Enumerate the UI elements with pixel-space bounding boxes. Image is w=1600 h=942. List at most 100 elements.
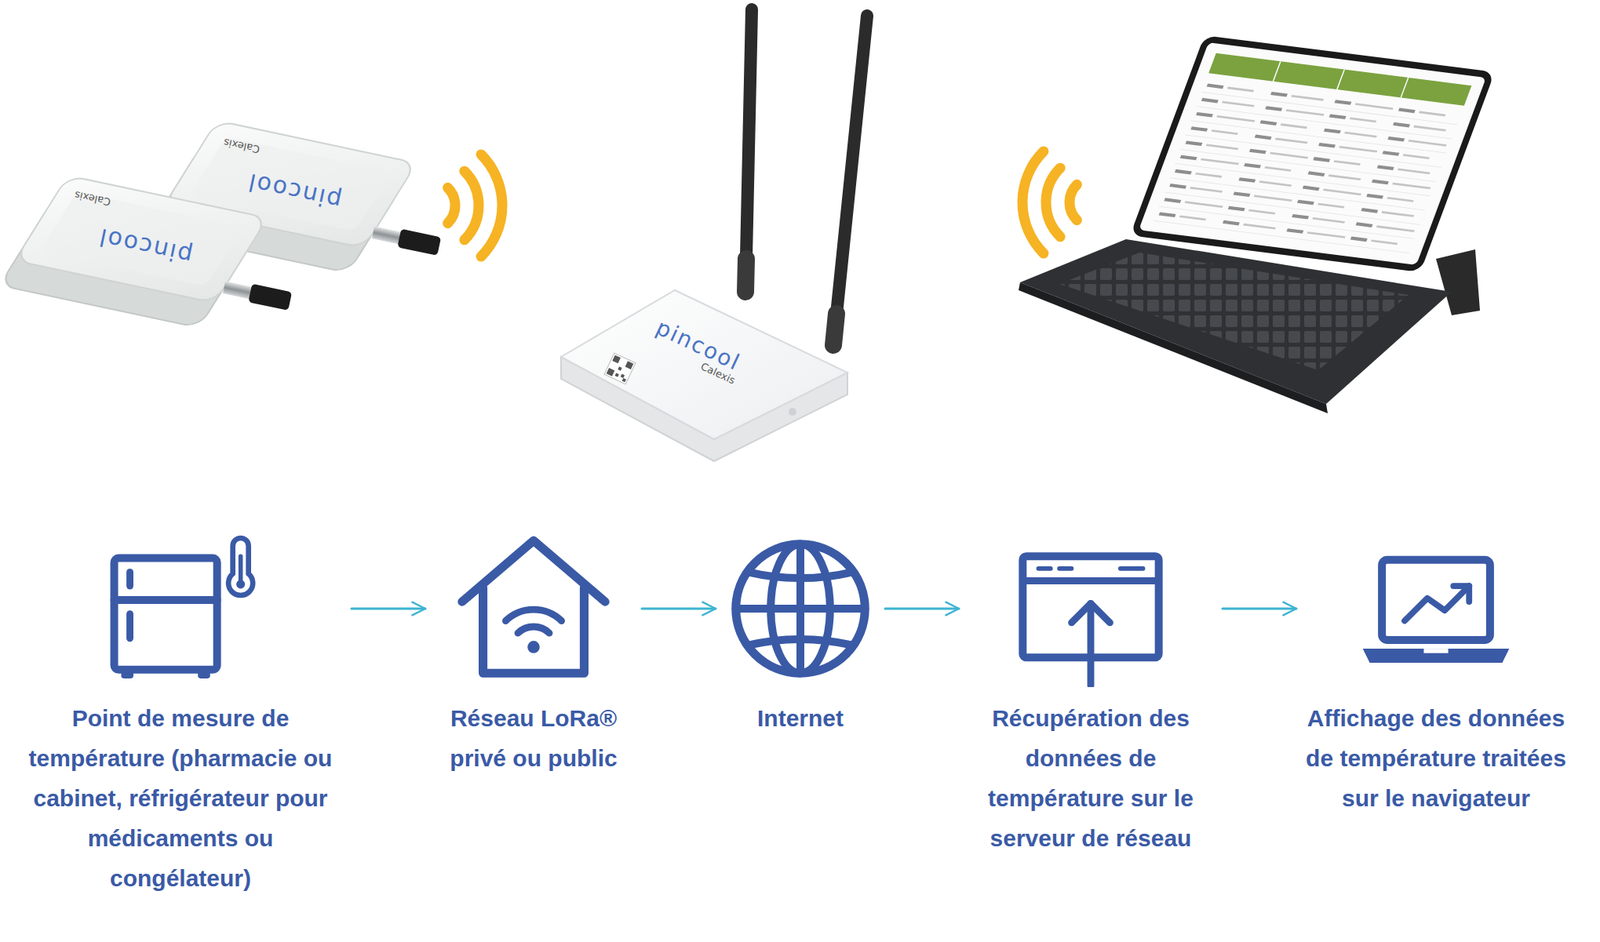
step-label: Internet	[757, 698, 844, 739]
art-shape	[1280, 123, 1308, 129]
art-shape	[1191, 120, 1447, 154]
art-shape	[1200, 158, 1240, 166]
art-shape	[126, 572, 134, 587]
art-shape	[1163, 197, 1181, 204]
art-shape	[1071, 603, 1111, 623]
art-shape	[371, 225, 403, 245]
art-shape	[1201, 98, 1219, 104]
art-shape	[1290, 94, 1324, 102]
art-shape	[620, 374, 625, 379]
art-shape	[236, 579, 245, 589]
step-label: Réseau LoRa® privé ou public	[434, 698, 633, 779]
art-shape	[238, 556, 244, 581]
art-shape	[0, 175, 268, 329]
art-shape	[1312, 217, 1345, 224]
step-icon	[102, 530, 259, 688]
art-shape	[351, 608, 1297, 610]
art-shape	[1211, 129, 1239, 135]
art-shape	[604, 353, 636, 385]
art-shape	[1333, 99, 1352, 106]
art-shape	[464, 171, 479, 241]
art-shape	[1360, 207, 1378, 214]
art-shape	[1355, 222, 1374, 228]
art-shape	[1398, 108, 1416, 114]
art-shape	[833, 15, 868, 346]
art-shape	[1453, 586, 1469, 602]
art-shape	[1376, 225, 1415, 233]
art-shape	[1270, 91, 1288, 98]
art-shape	[1221, 101, 1255, 108]
art-shape	[1243, 163, 1262, 169]
art-shape	[1206, 83, 1225, 90]
art-shape	[1377, 164, 1395, 171]
art-shape	[1338, 145, 1378, 154]
art-shape	[1169, 183, 1187, 190]
art-shape	[1059, 252, 1409, 371]
art-shape	[197, 668, 211, 679]
art-shape	[736, 605, 865, 613]
art-shape	[1323, 189, 1362, 197]
art-shape	[1381, 211, 1415, 218]
art-shape	[747, 572, 853, 579]
art-shape	[1381, 560, 1491, 641]
art-shape	[788, 408, 797, 416]
art-shape	[1407, 139, 1447, 147]
art-shape	[612, 355, 621, 365]
art-shape	[1222, 220, 1240, 226]
art-shape	[1302, 185, 1320, 192]
art-shape	[1180, 155, 1198, 161]
art-shape	[448, 187, 456, 223]
art-shape	[1370, 240, 1398, 246]
art-shape	[604, 353, 636, 385]
art-shape	[1254, 134, 1272, 141]
art-shape	[1087, 603, 1095, 686]
art-shape	[1344, 131, 1378, 139]
flow-arrow	[351, 608, 426, 611]
art-shape	[483, 587, 585, 674]
art-shape	[1399, 77, 1409, 99]
art-shape	[1275, 138, 1309, 145]
process-step: Réseau LoRa® privé ou public	[431, 530, 636, 779]
art-shape	[1272, 61, 1282, 82]
art-shape	[1317, 203, 1345, 209]
art-shape	[1349, 116, 1377, 123]
art-shape	[1366, 193, 1384, 200]
art-shape	[1264, 105, 1283, 112]
art-shape	[120, 668, 134, 679]
art-shape	[1227, 87, 1254, 93]
art-shape	[114, 596, 218, 605]
art-shape	[1069, 184, 1077, 220]
art-shape	[1169, 177, 1426, 211]
step-label: Point de mesure de température (pharmaci…	[18, 698, 343, 899]
art-shape	[1253, 194, 1293, 202]
art-shape	[747, 639, 853, 646]
art-shape	[1307, 231, 1346, 239]
art-shape	[1328, 174, 1362, 181]
step-icon	[1357, 530, 1515, 688]
art-shape	[247, 284, 292, 311]
signal-waves	[448, 151, 1078, 257]
process-step: Récupération des données de température …	[965, 530, 1217, 859]
art-shape	[126, 614, 134, 639]
art-shape	[736, 544, 865, 674]
art-shape	[222, 280, 254, 299]
art-shape	[1195, 112, 1214, 118]
flow-arrow	[1222, 608, 1297, 611]
art-shape	[1185, 134, 1442, 168]
art-shape	[1190, 126, 1208, 132]
art-shape	[1371, 179, 1389, 186]
art-shape	[1153, 220, 1410, 254]
art-shape	[1404, 586, 1469, 621]
art-shape	[1260, 120, 1278, 126]
art-shape	[40, 192, 244, 288]
art-shape	[606, 368, 616, 377]
art-shape	[1242, 223, 1276, 230]
art-shape	[1350, 236, 1368, 243]
art-shape	[561, 290, 848, 440]
step-icon	[1012, 530, 1170, 688]
art-shape	[1179, 215, 1207, 222]
art-shape	[745, 9, 752, 292]
art-shape	[481, 154, 503, 257]
art-shape	[1333, 160, 1361, 166]
art-shape	[1038, 566, 1051, 572]
